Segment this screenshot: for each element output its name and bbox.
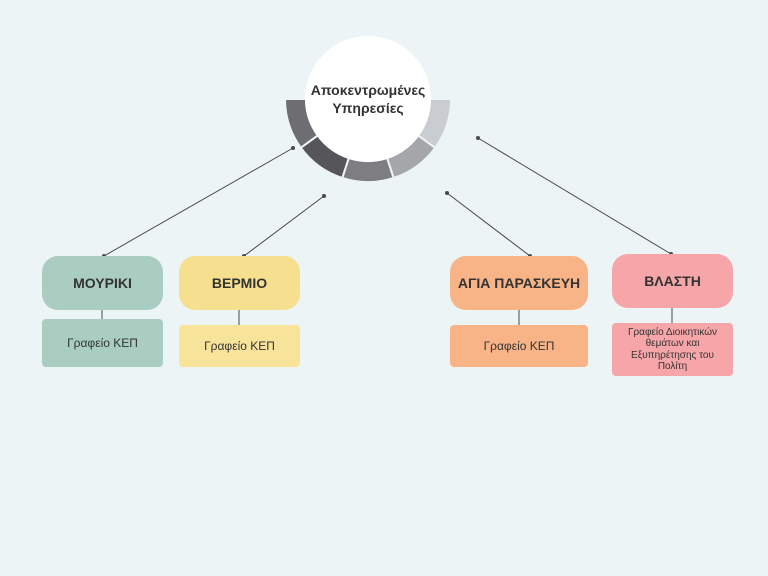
connector-dot <box>322 194 326 198</box>
leaf-vlasti-office[interactable]: Γραφείο Διοικητικών θεμάτων και Εξυπηρέτ… <box>612 323 733 376</box>
connector-line <box>446 192 531 257</box>
connector-line <box>243 195 325 257</box>
leaf-vlasti-office-label: Γραφείο Διοικητικών θεμάτων και Εξυπηρέτ… <box>627 326 718 373</box>
branch-agia-paraskevi[interactable]: ΑΓΙΑ ΠΑΡΑΣΚΕΥΗ <box>450 256 588 310</box>
leaf-vermio-kep-label: Γραφείο ΚΕΠ <box>204 339 275 353</box>
central-topic[interactable]: Αποκεντρωμένες Υπηρεσίες <box>305 36 431 162</box>
connector-dot <box>445 191 449 195</box>
branch-vlasti[interactable]: ΒΛΑΣΤΗ <box>612 254 733 308</box>
leaf-agia-paraskevi-kep[interactable]: Γραφείο ΚΕΠ <box>450 325 588 367</box>
connector-line <box>477 137 672 255</box>
leaf-mouriki-kep-label: Γραφείο ΚΕΠ <box>67 336 138 350</box>
connector-line <box>103 147 294 257</box>
central-topic-label: Αποκεντρωμένες Υπηρεσίες <box>310 82 426 116</box>
leaf-vermio-kep[interactable]: Γραφείο ΚΕΠ <box>179 325 300 367</box>
leaf-agia-paraskevi-kep-label: Γραφείο ΚΕΠ <box>483 339 555 353</box>
connector-dot <box>476 136 480 140</box>
hub-ring <box>283 98 453 183</box>
connector-dot <box>291 146 295 150</box>
branch-vlasti-label: ΒΛΑΣΤΗ <box>644 273 701 289</box>
branch-vermio[interactable]: ΒΕΡΜΙΟ <box>179 256 300 310</box>
branch-vermio-label: ΒΕΡΜΙΟ <box>211 275 268 291</box>
connector-lines <box>101 136 673 325</box>
leaf-mouriki-kep[interactable]: Γραφείο ΚΕΠ <box>42 319 163 367</box>
branch-agia-paraskevi-label: ΑΓΙΑ ΠΑΡΑΣΚΕΥΗ <box>457 275 581 291</box>
branch-mouriki[interactable]: ΜΟΥΡΙΚΙ <box>42 256 163 310</box>
branch-mouriki-label: ΜΟΥΡΙΚΙ <box>73 275 132 291</box>
